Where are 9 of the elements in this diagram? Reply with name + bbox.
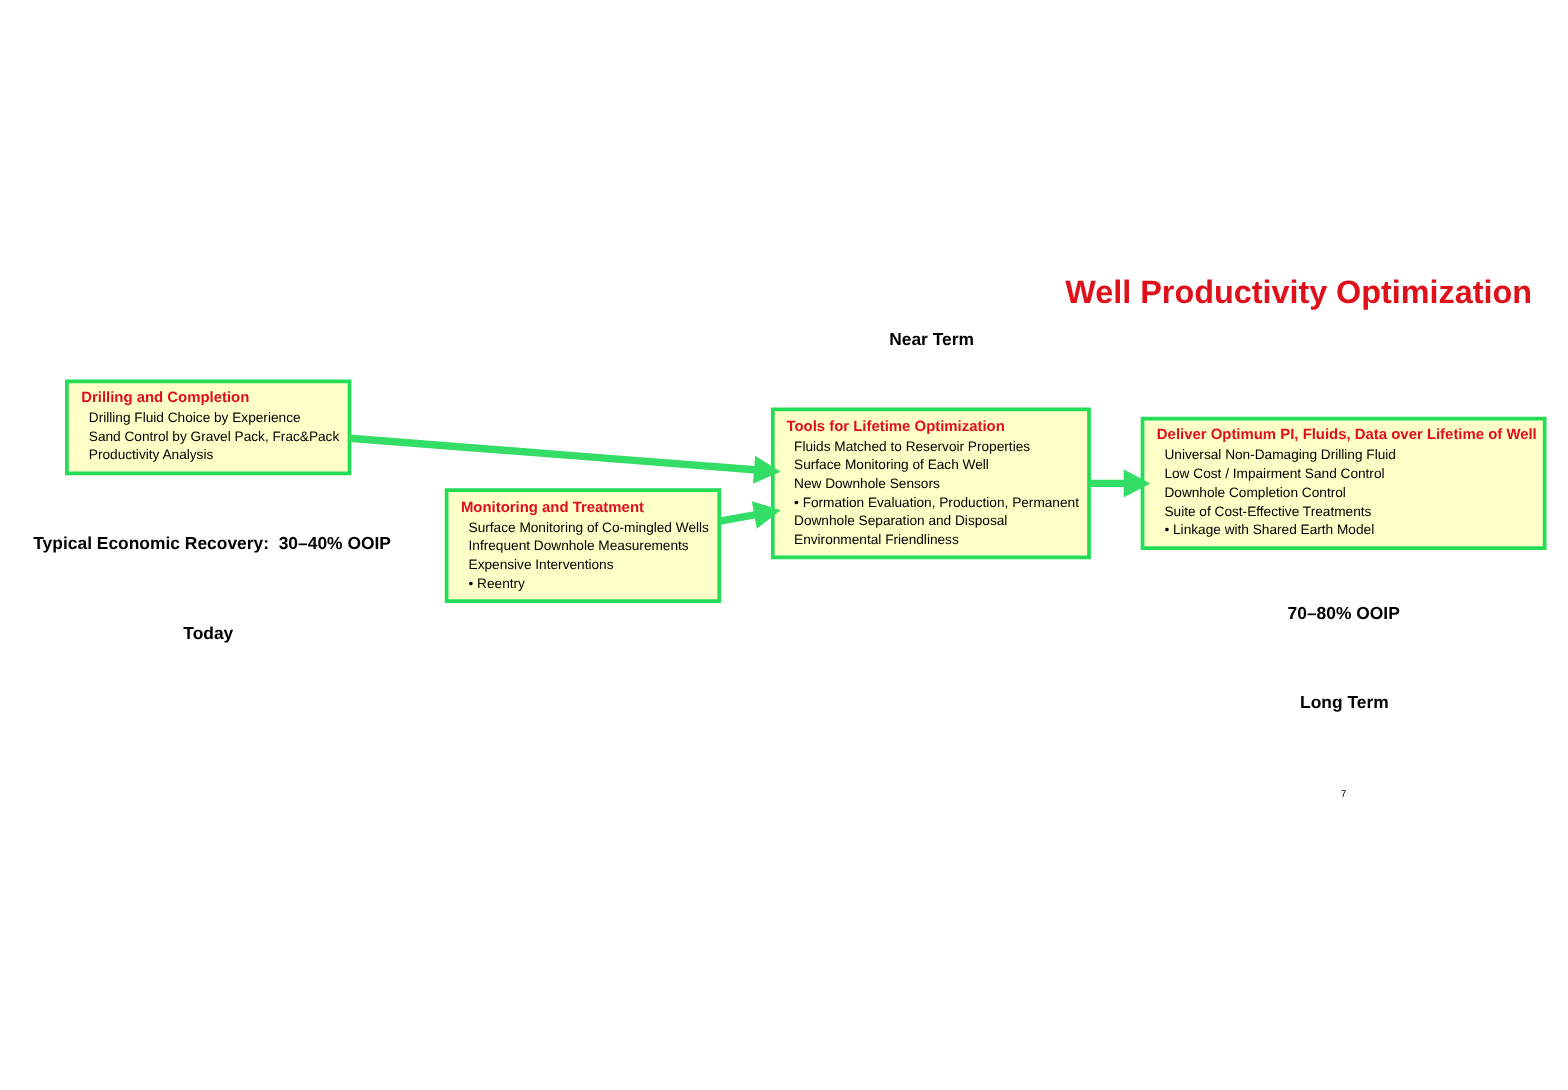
label: 70–80% OOIP — [1287, 602, 1400, 623]
arrow — [719, 501, 781, 529]
arrow — [1089, 469, 1151, 498]
label: Typical Economic Recovery: 30–40% OOIP — [33, 532, 391, 553]
label: Today — [183, 622, 234, 643]
diagram-title: Well Productivity Optimization — [1065, 274, 1533, 311]
label: Long Term — [1300, 692, 1389, 713]
arrow — [349, 434, 781, 484]
label: Near Term — [889, 328, 975, 349]
